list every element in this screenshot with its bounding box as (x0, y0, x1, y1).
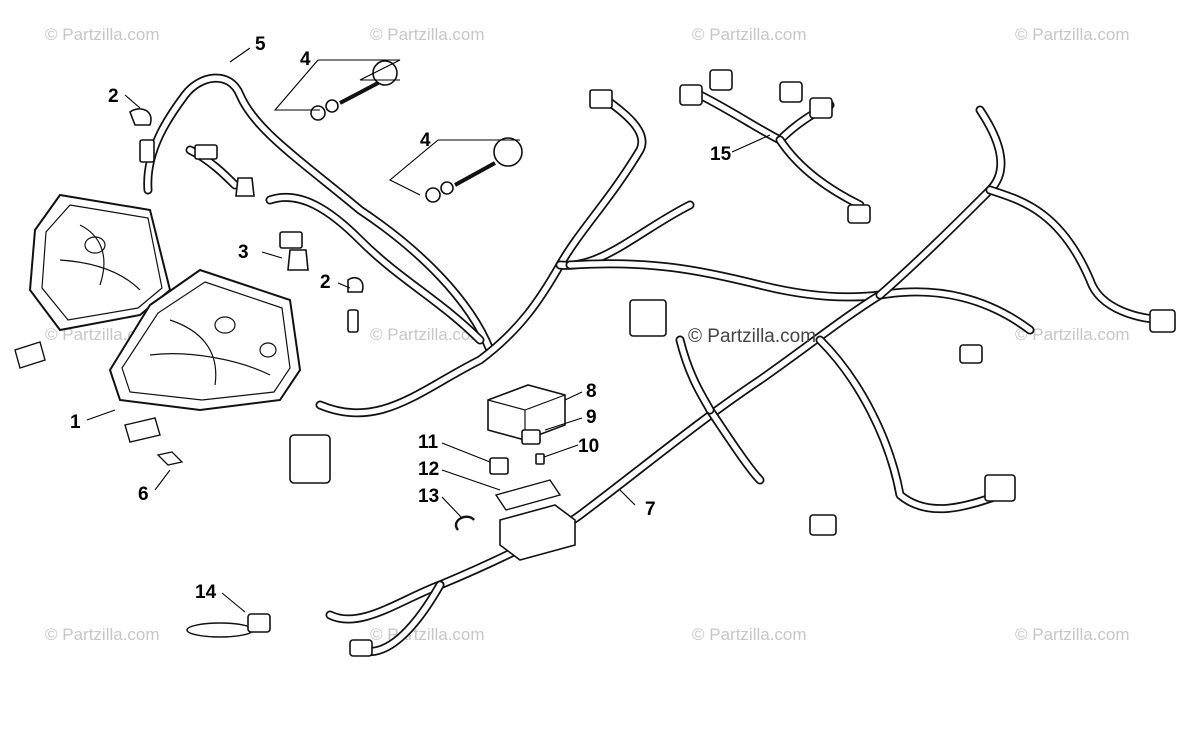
adjuster-upper (310, 60, 398, 121)
callout-8: 8 (586, 381, 597, 402)
watermark: © Partzilla.com (370, 325, 485, 344)
watermark-layer: © Partzilla.com © Partzilla.com © Partzi… (45, 25, 1130, 644)
main-harness-7 (289, 89, 1176, 657)
headlight-harness-5 (139, 73, 495, 355)
watermark: © Partzilla.com (692, 625, 807, 644)
watermark: © Partzilla.com (370, 25, 485, 44)
callout-12: 12 (418, 459, 439, 480)
watermark: © Partzilla.com (370, 625, 485, 644)
callout-5: 5 (255, 34, 266, 55)
callout-2: 2 (320, 272, 331, 293)
headlight-rear (14, 193, 172, 369)
callout-labels: 1 2 2 3 4 4 5 6 7 8 9 10 11 12 13 14 15 (70, 34, 732, 603)
watermark: © Partzilla.com (692, 25, 807, 44)
watermark: © Partzilla.com (1015, 325, 1130, 344)
center-watermark: © Partzilla.com (688, 326, 816, 347)
relay-parts (454, 384, 576, 561)
leader-lines (86, 47, 771, 613)
watermark: © Partzilla.com (1015, 625, 1130, 644)
callout-4: 4 (300, 49, 311, 70)
callout-13: 13 (418, 486, 439, 507)
callout-9: 9 (586, 407, 597, 428)
sub-harness-15 (679, 69, 871, 224)
headlight-front (108, 268, 302, 466)
watermark: © Partzilla.com (45, 25, 160, 44)
watermark: © Partzilla.com (45, 625, 160, 644)
callout-3: 3 (238, 242, 249, 263)
bulbs-and-sockets (129, 108, 364, 333)
pad-part-6 (156, 451, 184, 466)
callout-15: 15 (710, 144, 732, 165)
callout-11: 11 (418, 432, 439, 453)
watermark: © Partzilla.com (1015, 25, 1130, 44)
callout-14: 14 (195, 582, 217, 603)
cable-tie-14 (186, 613, 271, 638)
adjuster-lower (425, 137, 523, 203)
callout-6: 6 (138, 484, 149, 505)
callout-7: 7 (645, 499, 656, 520)
callout-4: 4 (420, 130, 431, 151)
callout-10: 10 (578, 436, 599, 457)
callout-2: 2 (108, 86, 119, 107)
callout-1: 1 (70, 412, 81, 433)
